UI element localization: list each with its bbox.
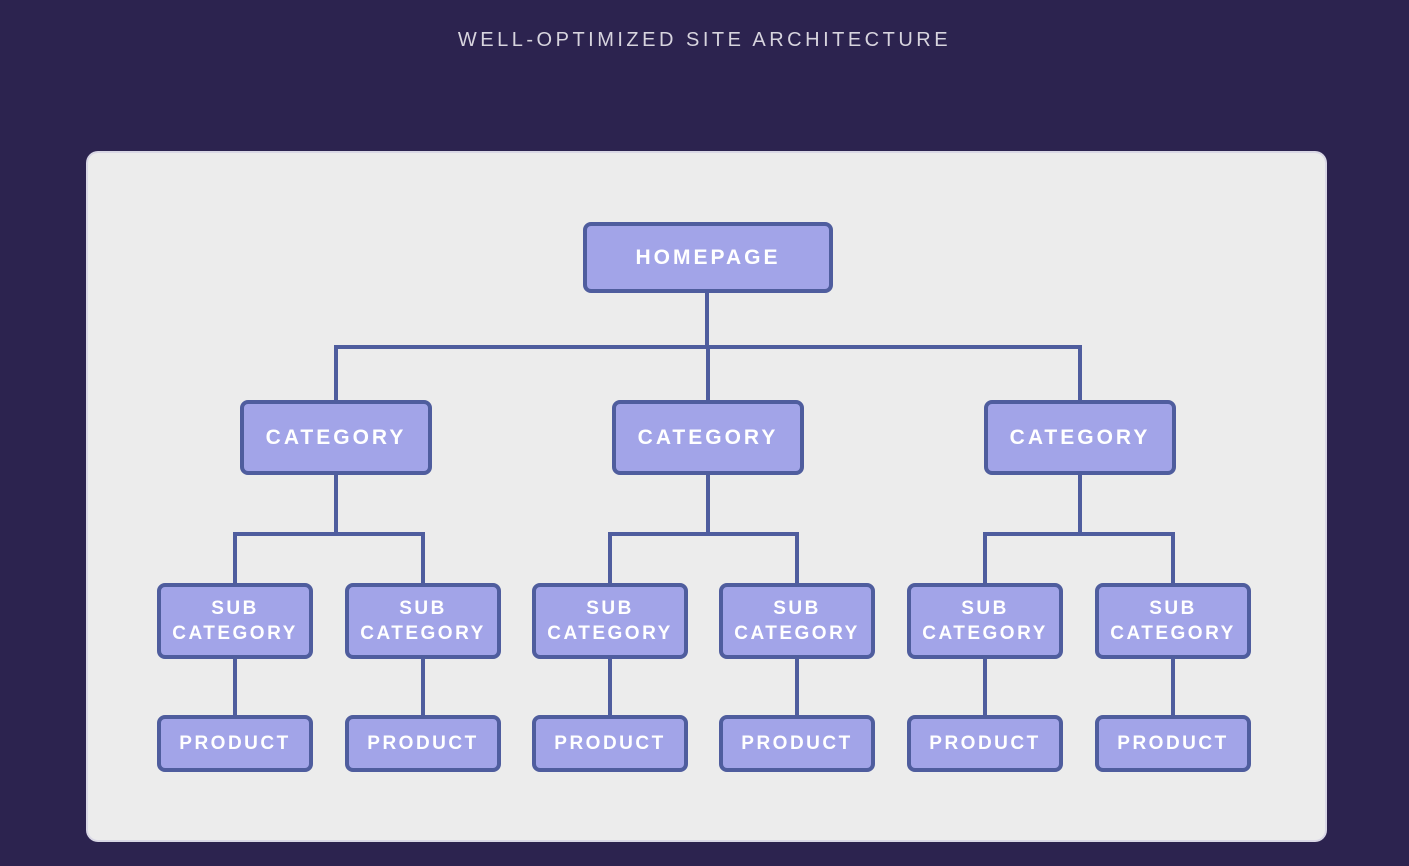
connector-category1-trunk <box>334 475 338 536</box>
node-product-3: PRODUCT <box>532 715 688 772</box>
connector-product1-stub <box>233 659 237 715</box>
connector-category3-stub <box>1078 345 1082 400</box>
connector-subcategory3-stub <box>608 532 612 583</box>
node-product-label: PRODUCT <box>929 732 1041 754</box>
connector-category1-stub <box>334 345 338 400</box>
node-category-3: CATEGORY <box>984 400 1176 475</box>
node-subcategory-label: SUB CATEGORY <box>922 597 1048 644</box>
node-category-label: CATEGORY <box>265 425 407 449</box>
node-subcategory-label: SUB CATEGORY <box>1110 597 1236 644</box>
node-subcategory-6: SUB CATEGORY <box>1095 583 1251 659</box>
node-subcategory-label: SUB CATEGORY <box>734 597 860 644</box>
connector-level2-bar-3 <box>983 532 1175 536</box>
connector-product6-stub <box>1171 659 1175 715</box>
connector-level2-bar-2 <box>608 532 799 536</box>
connector-product3-stub <box>608 659 612 715</box>
connector-category3-trunk <box>1078 475 1082 536</box>
node-subcategory-5: SUB CATEGORY <box>907 583 1063 659</box>
node-subcategory-1: SUB CATEGORY <box>157 583 313 659</box>
node-subcategory-label: SUB CATEGORY <box>547 597 673 644</box>
connector-homepage-trunk <box>705 293 709 347</box>
node-homepage-label: HOMEPAGE <box>635 245 781 269</box>
page-title: WELL-OPTIMIZED SITE ARCHITECTURE <box>457 29 952 51</box>
node-product-label: PRODUCT <box>1117 732 1229 754</box>
node-product-label: PRODUCT <box>367 732 479 754</box>
connector-product4-stub <box>795 659 799 715</box>
node-subcategory-label: SUB CATEGORY <box>360 597 486 644</box>
node-product-5: PRODUCT <box>907 715 1063 772</box>
connector-product5-stub <box>983 659 987 715</box>
node-product-2: PRODUCT <box>345 715 501 772</box>
node-subcategory-label: SUB CATEGORY <box>172 597 298 644</box>
node-subcategory-4: SUB CATEGORY <box>719 583 875 659</box>
node-category-label: CATEGORY <box>1009 425 1151 449</box>
connector-level2-bar-1 <box>233 532 425 536</box>
node-category-label: CATEGORY <box>637 425 779 449</box>
connector-subcategory4-stub <box>795 532 799 583</box>
node-category-2: CATEGORY <box>612 400 804 475</box>
connector-category2-stub <box>706 345 710 400</box>
connector-subcategory6-stub <box>1171 532 1175 583</box>
node-product-4: PRODUCT <box>719 715 875 772</box>
connector-subcategory2-stub <box>421 532 425 583</box>
node-product-1: PRODUCT <box>157 715 313 772</box>
connector-subcategory1-stub <box>233 532 237 583</box>
node-category-1: CATEGORY <box>240 400 432 475</box>
node-product-label: PRODUCT <box>741 732 853 754</box>
node-product-label: PRODUCT <box>554 732 666 754</box>
node-homepage: HOMEPAGE <box>583 222 833 293</box>
node-subcategory-2: SUB CATEGORY <box>345 583 501 659</box>
node-product-6: PRODUCT <box>1095 715 1251 772</box>
connector-product2-stub <box>421 659 425 715</box>
connector-category2-trunk <box>706 475 710 536</box>
node-product-label: PRODUCT <box>179 732 291 754</box>
node-subcategory-3: SUB CATEGORY <box>532 583 688 659</box>
diagram-panel: HOMEPAGE CATEGORY CATEGORY CATEGORY SUB … <box>88 153 1325 840</box>
connector-subcategory5-stub <box>983 532 987 583</box>
